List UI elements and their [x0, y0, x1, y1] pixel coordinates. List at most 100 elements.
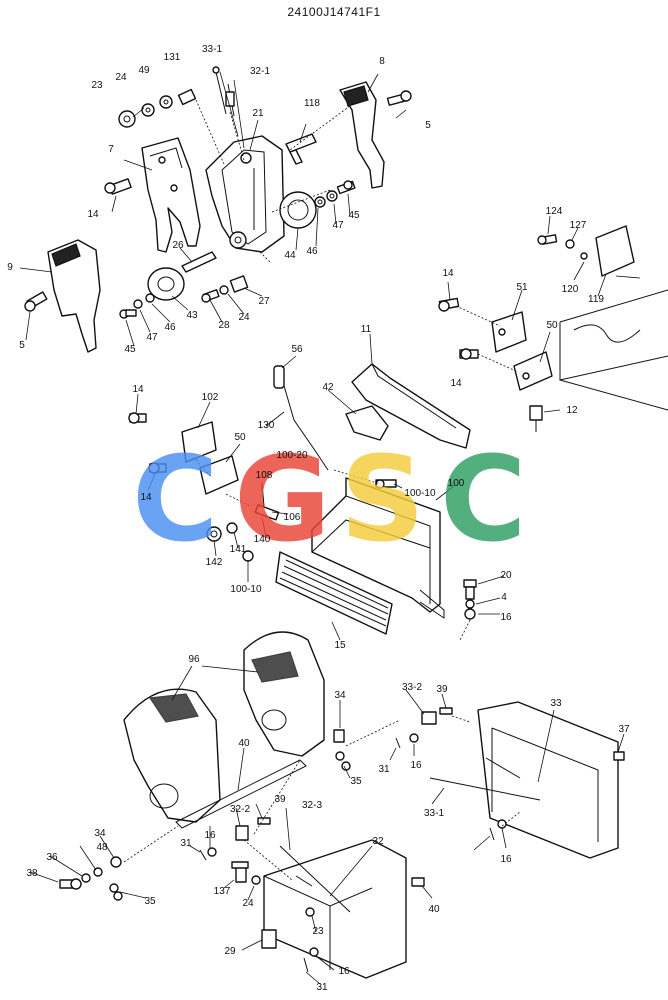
callout-top-33-1: 33-1: [202, 44, 222, 55]
callout-middle-102: 102: [202, 392, 219, 403]
callout-top-47: 47: [332, 220, 344, 231]
callout-top-21: 21: [252, 108, 264, 119]
washer-120: [580, 252, 588, 260]
callout-top-46: 46: [306, 246, 318, 257]
washer-16-bottom: [309, 947, 319, 957]
callout-middle-42: 42: [322, 382, 334, 393]
ring-44: [279, 191, 317, 229]
callout-bottom-16: 16: [338, 966, 350, 977]
callout-middle-100: 100: [448, 478, 465, 489]
callout-middle-56: 56: [291, 344, 303, 355]
callout-bottom-31: 31: [378, 764, 390, 775]
callout-bottom-16: 16: [204, 830, 216, 841]
callout-bottom-16: 16: [410, 760, 422, 771]
bolt-45: [336, 180, 356, 195]
callout-bottom-32-2: 32-2: [230, 804, 250, 815]
washer-47-left: [133, 299, 143, 309]
callout-bottom-35: 35: [144, 896, 156, 907]
washer-47: [326, 190, 338, 202]
callout-bottom-32-3: 32-3: [302, 800, 322, 811]
callout-bottom-34: 34: [94, 828, 106, 839]
callout-middle-14: 14: [450, 378, 462, 389]
bracket-51: [491, 311, 527, 353]
rod-130: [279, 371, 329, 471]
callout-middle-4: 4: [501, 592, 507, 603]
callout-top-124: 124: [546, 206, 563, 217]
pin-31-bottom: [303, 957, 309, 973]
callout-middle-14: 14: [140, 492, 152, 503]
callout-middle-106: 106: [284, 512, 301, 523]
nuts-35-right: [335, 751, 351, 771]
pin-131: [177, 88, 197, 106]
shaft-26: [181, 251, 217, 273]
callout-bottom-23: 23: [312, 926, 324, 937]
bolt-14-mid-a: [438, 297, 460, 312]
callout-top-7: 7: [108, 144, 114, 155]
bolt-34-right: [333, 729, 345, 743]
callout-bottom-31: 31: [316, 982, 328, 993]
callout-bottom-39: 39: [274, 794, 286, 805]
disc-43: [147, 267, 185, 301]
bolt-39-left: [257, 817, 271, 825]
callout-top-24: 24: [115, 72, 127, 83]
bolt-5-right: [386, 90, 412, 106]
callout-middle-12: 12: [566, 405, 578, 416]
callout-middle-20: 20: [500, 570, 512, 581]
clevis-32-2: [235, 825, 249, 841]
callout-bottom-24: 24: [242, 898, 254, 909]
washer-46-left: [145, 293, 155, 303]
clevis-33-2: [421, 711, 437, 725]
washer-36: [81, 873, 91, 883]
watermark: C G S C: [132, 430, 527, 568]
bolt-28: [201, 289, 220, 303]
callout-top-45: 45: [348, 210, 360, 221]
callout-top-26: 26: [172, 240, 184, 251]
housing-33: [477, 701, 619, 859]
callout-middle-16: 16: [500, 612, 512, 623]
callout-top-9: 9: [7, 262, 13, 273]
callout-top-49: 49: [138, 65, 150, 76]
bolt-14-mid-d: [148, 462, 167, 474]
bracket-50-right: [513, 351, 553, 391]
callout-middle-100-10: 100-10: [230, 584, 262, 595]
callout-bottom-31: 31: [180, 838, 192, 849]
callout-bottom-36: 36: [46, 852, 58, 863]
washer-16-mid-b: [409, 733, 419, 743]
bolt-106: [254, 504, 280, 521]
top-assembly: [19, 66, 641, 353]
rod-37: [175, 759, 307, 829]
washer-16-right: [497, 819, 507, 829]
callout-middle-51: 51: [516, 282, 528, 293]
callout-top-27: 27: [258, 296, 270, 307]
washer-24-bottom: [251, 875, 261, 885]
grip-56: [273, 365, 285, 389]
bracket-29: [261, 929, 277, 949]
callout-bottom-16: 16: [500, 854, 512, 865]
callout-top-45: 45: [124, 344, 136, 355]
washer-24: [141, 103, 155, 117]
housing-32: [263, 839, 407, 979]
callout-top-131: 131: [164, 52, 181, 63]
middle-assembly: [128, 281, 668, 641]
pedal-96-left: [123, 688, 221, 823]
callout-bottom-137: 137: [214, 886, 231, 897]
callout-bottom-40: 40: [428, 904, 440, 915]
callout-middle-11: 11: [361, 324, 372, 335]
callout-bottom-48: 48: [96, 842, 108, 853]
cover-119: [595, 225, 635, 277]
nuts-35-left: [109, 883, 123, 901]
callout-top-120: 120: [562, 284, 579, 295]
bracket-50-left: [199, 455, 239, 495]
pedal-96-right: [243, 631, 325, 757]
rod-32-1: [225, 83, 235, 117]
bolt-124: [537, 234, 558, 245]
callout-middle-108: 108: [256, 470, 273, 481]
callout-middle-50: 50: [234, 432, 246, 443]
callout-bottom-37: 37: [618, 724, 630, 735]
pin-31-left: [199, 849, 207, 861]
callout-bottom-33: 33: [550, 698, 562, 709]
callout-top-5: 5: [19, 340, 25, 351]
